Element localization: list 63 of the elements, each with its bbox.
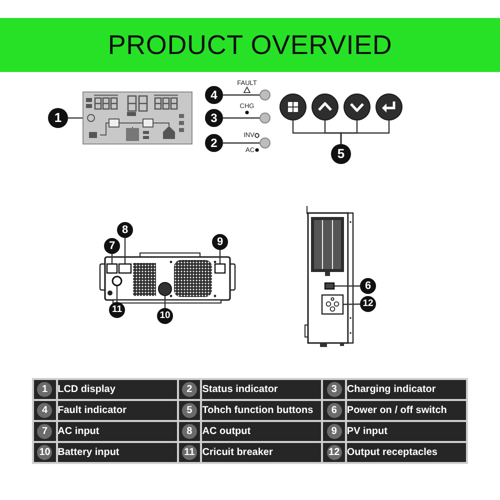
leader-line	[219, 250, 221, 264]
callout-number: 8	[117, 222, 133, 238]
item-number: 10	[37, 445, 52, 460]
part-name: LCD display	[56, 379, 178, 400]
up-button	[312, 94, 338, 120]
terminal-block	[118, 263, 132, 274]
callout-number: 3	[205, 109, 223, 127]
indicator-light	[260, 138, 270, 148]
leader-line	[116, 286, 118, 302]
indicator-light	[260, 112, 270, 124]
item-number: 7	[37, 424, 52, 439]
callout-number: 2	[205, 134, 223, 152]
leader-line	[111, 254, 113, 264]
callout-number: 5	[331, 144, 351, 164]
part-name: Power on / off switch	[346, 400, 467, 421]
item-number: 3	[326, 382, 342, 397]
part-name: Battery input	[56, 442, 178, 463]
leader-line	[223, 94, 260, 96]
terminal-block	[106, 263, 118, 274]
callout-number: 12	[360, 296, 376, 312]
leader-line	[164, 296, 166, 308]
callout-number: 7	[104, 238, 120, 254]
item-number: 4	[37, 403, 52, 418]
part-name: Cricuit breaker	[201, 442, 322, 463]
leader-line	[124, 238, 126, 264]
part-name: Status indicator	[201, 379, 322, 400]
indicator-light	[260, 90, 270, 100]
leader-line	[223, 142, 260, 144]
item-number: 1	[37, 382, 52, 397]
item-number: 12	[326, 445, 342, 460]
menu-button	[280, 94, 306, 120]
outlet-socket	[321, 294, 344, 315]
item-number: 11	[182, 445, 197, 460]
callout-number: 6	[360, 278, 376, 294]
callout-number: 9	[212, 234, 228, 250]
part-name: Tohch function buttons	[201, 400, 322, 421]
part-name: Fault indicator	[56, 400, 178, 421]
callout-number: 4	[205, 86, 223, 104]
part-name: Charging indicator	[346, 379, 467, 400]
terminal-block	[214, 263, 226, 274]
down-button	[344, 94, 370, 120]
part-name: PV input	[346, 421, 467, 442]
item-number: 9	[326, 424, 342, 439]
part-name: AC output	[201, 421, 322, 442]
breaker-knob	[112, 276, 122, 286]
leader-line	[342, 304, 360, 305]
part-name: AC input	[56, 421, 178, 442]
item-number: 5	[182, 403, 197, 418]
power-switch	[324, 282, 335, 290]
item-number: 6	[326, 403, 342, 418]
leader-line	[68, 117, 83, 119]
callout-number: 10	[157, 308, 173, 324]
lcd-screen	[82, 92, 192, 144]
leader-line	[340, 120, 390, 144]
item-number: 2	[182, 382, 197, 397]
part-name: Output receptacles	[346, 442, 467, 463]
callout-number: 11	[109, 302, 125, 318]
item-number: 8	[182, 424, 197, 439]
title: PRODUCT OVERVIED	[0, 18, 500, 72]
enter-button	[376, 94, 402, 120]
callout-number: 1	[48, 108, 68, 128]
leader-line	[223, 117, 260, 119]
leader-line	[334, 285, 360, 287]
